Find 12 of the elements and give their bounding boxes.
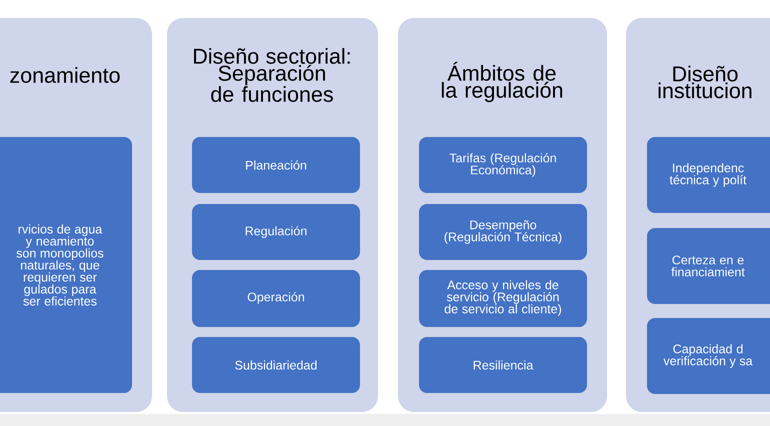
process-box: Desempeño (Regulación Técnica) bbox=[419, 204, 587, 260]
process-box: Tarifas (Regulación Económica) bbox=[419, 137, 587, 193]
process-box: Independenc técnica y polít bbox=[647, 137, 770, 213]
process-box: Planeación bbox=[192, 137, 360, 193]
process-box: Operación bbox=[192, 270, 360, 327]
process-box: Capacidad d verificación y sa bbox=[647, 318, 770, 394]
process-box: rvicios de agua y neamiento son monopolios naturales, que requieren ser gulados para ser eficientes bbox=[0, 137, 132, 393]
process-box: Acceso y niveles de servicio (Regulación de servicio al cliente) bbox=[419, 270, 587, 327]
process-box: Regulación bbox=[192, 204, 360, 260]
process-box: Subsidiariedad bbox=[192, 337, 360, 393]
process-box: Resiliencia bbox=[419, 337, 587, 393]
process-box: Certeza en e financiamient bbox=[647, 228, 770, 304]
